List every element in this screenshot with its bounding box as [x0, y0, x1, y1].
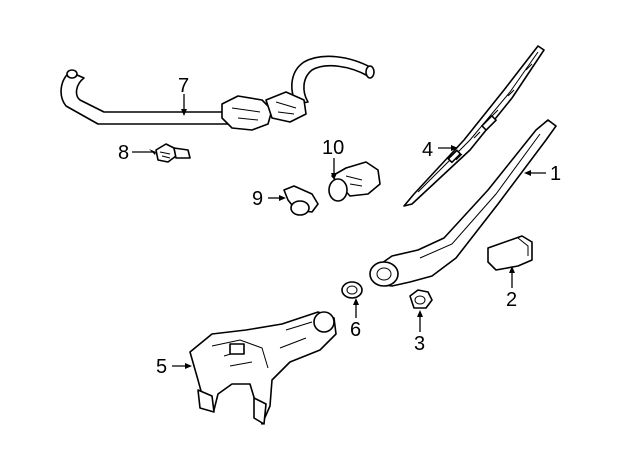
callout-3: 3 [414, 333, 425, 355]
callout-2: 2 [506, 289, 517, 311]
callout-8: 8 [118, 142, 129, 164]
wiper-arm [369, 119, 557, 287]
wiper-motor [189, 311, 337, 425]
washer-nozzle [283, 185, 319, 216]
callout-10: 10 [322, 137, 344, 159]
nozzle-cap [328, 161, 381, 202]
callout-leaders [132, 94, 546, 369]
hose-connector [221, 91, 307, 131]
wiper-blade [403, 45, 545, 207]
arm-cover-cap [487, 235, 533, 271]
callout-labels: 1 2 3 4 5 6 7 8 9 10 [118, 75, 561, 378]
arm-nut [409, 289, 433, 309]
pivot-bushing [341, 281, 363, 299]
washer-hose [60, 55, 375, 125]
callout-4: 4 [422, 139, 433, 161]
callout-9: 9 [252, 188, 263, 210]
hose-clip [155, 143, 191, 163]
callout-1: 1 [550, 163, 561, 185]
callout-7: 7 [178, 75, 189, 97]
callout-6: 6 [350, 319, 361, 341]
callout-5: 5 [156, 356, 167, 378]
